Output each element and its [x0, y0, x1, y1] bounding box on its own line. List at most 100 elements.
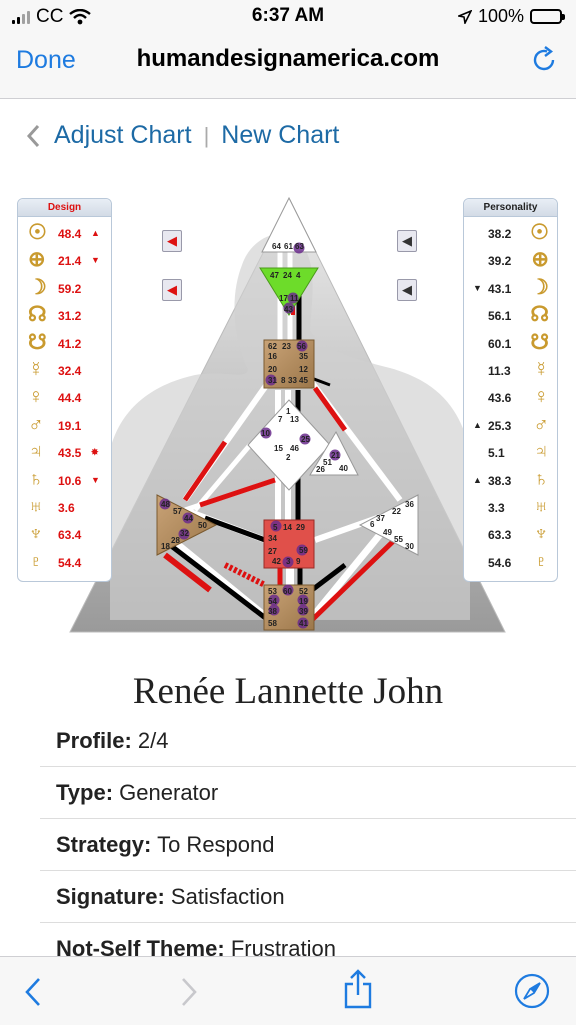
gate-37: 37 — [376, 514, 385, 523]
gate-6: 6 — [370, 520, 375, 529]
design-value: 10.6 — [58, 473, 82, 488]
design-row: ☿32.4 — [18, 357, 111, 384]
gate-42: 42 — [272, 557, 281, 566]
signature-field: Signature: Satisfaction — [56, 884, 285, 909]
pluto-icon: ♇ — [533, 549, 549, 573]
gate-24: 24 — [283, 271, 292, 280]
status-bar: CC 6:37 AM 100% — [0, 0, 576, 34]
design-marker: ▼ — [91, 474, 100, 485]
design-value: 44.4 — [58, 391, 82, 406]
gate-13: 13 — [290, 415, 299, 424]
gate-49: 49 — [383, 528, 392, 537]
gate-51: 51 — [323, 458, 332, 467]
personality-marker: ▼ — [473, 282, 482, 293]
activated-gate-dot — [260, 427, 272, 439]
gate-labels: 64 61 63 47 24 4 17 11 43 62 23 56 16 35… — [161, 242, 414, 628]
new-chart-link[interactable]: New Chart — [221, 121, 340, 149]
gate-30: 30 — [405, 542, 414, 551]
compass-icon[interactable] — [514, 973, 550, 1009]
personality-row: ♆63.3 — [464, 521, 557, 548]
design-value: 63.4 — [58, 528, 82, 543]
personality-row: ☉38.2 — [464, 220, 557, 247]
solar-plexus-center — [358, 494, 419, 556]
gate-41: 41 — [299, 619, 308, 628]
south-node-icon: ☋ — [530, 330, 549, 354]
personality-value: 5.1 — [488, 446, 505, 461]
uranus-icon: ♅ — [28, 495, 44, 518]
adjust-chart-link[interactable]: Adjust Chart — [54, 121, 192, 149]
gate-23: 23 — [282, 342, 291, 351]
activated-gate-dot — [329, 449, 341, 461]
chart-owner-name: Renée Lannette John — [132, 671, 444, 712]
personality-arrow-button-bottom[interactable]: ◀ — [397, 279, 417, 301]
gate-59: 59 — [299, 546, 308, 555]
design-row: ♅3.6 — [18, 494, 111, 521]
gate-5: 5 — [273, 523, 278, 532]
moon-icon: ☽ — [530, 275, 549, 299]
activated-gate-dot — [270, 520, 282, 532]
design-value: 21.4 — [58, 254, 82, 269]
mercury-icon: ☿ — [28, 358, 44, 381]
design-row: ♀44.4 — [18, 384, 111, 411]
gate-61: 61 — [284, 242, 293, 251]
gate-58: 58 — [268, 619, 277, 628]
gate-54: 54 — [268, 597, 277, 606]
uranus-icon: ♅ — [533, 495, 549, 518]
wifi-icon — [69, 9, 92, 25]
gate-57: 57 — [173, 507, 182, 516]
status-left: CC — [12, 6, 92, 28]
gate-43: 43 — [284, 305, 293, 314]
mars-icon: ♂ — [28, 412, 44, 436]
gate-35: 35 — [299, 352, 308, 361]
gate-29: 29 — [296, 523, 305, 532]
back-chevron-icon[interactable] — [24, 977, 42, 1007]
gate-44: 44 — [184, 514, 193, 523]
neptune-icon: ♆ — [28, 522, 44, 546]
jupiter-icon: ♃ — [533, 440, 549, 464]
personality-value: 43.1 — [488, 281, 512, 296]
gate-9: 9 — [296, 557, 301, 566]
forward-chevron-icon[interactable] — [180, 977, 198, 1007]
design-value: 19.1 — [58, 418, 82, 433]
design-row: ♆ 63.4 — [18, 521, 111, 548]
reload-button[interactable] — [532, 46, 558, 79]
design-arrow-button-top[interactable]: ◀ — [162, 230, 182, 252]
earth-icon: ⊕ — [28, 248, 46, 272]
divider — [40, 870, 576, 871]
done-button[interactable]: Done — [16, 46, 76, 74]
personality-value: 43.6 — [488, 391, 512, 406]
design-row: ☊31.2 — [18, 302, 111, 329]
gate-2: 2 — [286, 453, 291, 462]
gate-31: 31 — [268, 376, 277, 385]
personality-row: ♇54.6 — [464, 549, 557, 576]
design-row: ⊕ 21.4 ▼ — [18, 247, 111, 274]
activated-gate-dot — [297, 594, 309, 606]
gate-33: 33 — [288, 376, 297, 385]
gate-55: 55 — [394, 535, 403, 544]
saturn-icon: ♄ — [533, 467, 549, 491]
activated-gate-dot — [283, 302, 295, 314]
browser-navbar: Done humandesignamerica.com — [0, 34, 576, 99]
share-icon[interactable] — [343, 969, 373, 1009]
personality-row: ♅3.3 — [464, 494, 557, 521]
personality-title: Personality — [464, 199, 557, 217]
design-row: ☉48.4▲ — [18, 220, 111, 247]
chevron-left-icon[interactable] — [26, 124, 40, 148]
design-arrow-button-bottom[interactable]: ◀ — [162, 279, 182, 301]
personality-arrow-button-top[interactable]: ◀ — [397, 230, 417, 252]
design-marker: ▼ — [91, 255, 100, 266]
activated-gate-dot — [268, 594, 280, 606]
design-marker: ▲ — [91, 228, 100, 238]
gate-52: 52 — [299, 587, 308, 596]
activated-gate-dot — [282, 584, 294, 596]
profile-field: Profile: 2/4 — [56, 728, 169, 753]
personality-row: ☽ 43.1 ▼ — [464, 275, 557, 302]
pluto-icon: ♇ — [28, 549, 44, 573]
gate-63: 63 — [295, 242, 304, 251]
activated-gate-dot — [296, 544, 308, 556]
personality-value: 38.3 — [488, 473, 512, 488]
activated-gate-dot — [159, 498, 171, 510]
activated-gate-dot — [297, 604, 309, 616]
saturn-icon: ♄ — [28, 467, 44, 491]
battery-icon — [530, 9, 565, 24]
